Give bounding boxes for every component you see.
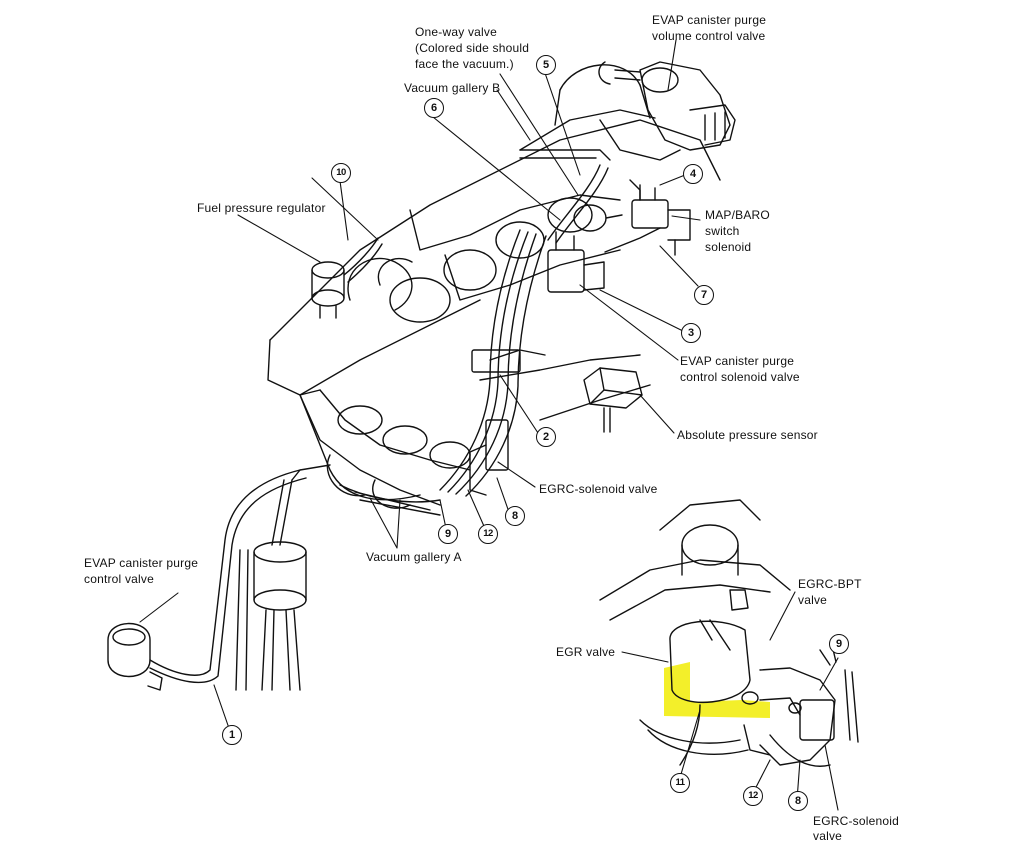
callout-10: 10	[331, 163, 351, 183]
fuel-pressure-regulator-part	[311, 237, 383, 319]
evap-volume-control-valve-part	[598, 61, 736, 151]
callout-12: 12	[478, 524, 498, 544]
label-egrc-solenoid-inset-2: valve	[813, 829, 843, 843]
label-evap-volume-control-1: EVAP canister purge	[652, 13, 767, 27]
label-map-baro-1: MAP/BARO	[705, 208, 770, 222]
label-egr-valve: EGR valve	[556, 645, 616, 659]
label-one-way-valve-3: face the vacuum.)	[415, 57, 514, 71]
label-one-way-valve-1: One-way valve	[415, 25, 497, 39]
label-fuel-pressure-regulator: Fuel pressure regulator	[197, 201, 326, 215]
label-vacuum-gallery-a: Vacuum gallery A	[366, 550, 462, 564]
label-absolute-pressure-sensor: Absolute pressure sensor	[677, 428, 818, 442]
callout-7: 7	[694, 285, 714, 305]
callout-6: 6	[424, 98, 444, 118]
label-evap-control-solenoid-2: control solenoid valve	[680, 370, 800, 384]
callout-3: 3	[681, 323, 701, 343]
canister-tubes	[235, 464, 331, 691]
inset-callout-12: 12	[743, 786, 763, 806]
evap-control-solenoid-part	[547, 204, 623, 293]
callout-2: 2	[536, 427, 556, 447]
callout-8: 8	[505, 506, 525, 526]
label-evap-control-valve-2: control valve	[84, 572, 154, 586]
highlight-hose-route	[664, 662, 770, 718]
label-egrc-bpt-1: EGRC-BPT	[798, 577, 862, 591]
label-evap-control-valve-1: EVAP canister purge	[84, 556, 199, 570]
label-evap-control-solenoid-1: EVAP canister purge	[680, 354, 795, 368]
label-one-way-valve-2: (Colored side should	[415, 41, 530, 55]
label-map-baro-2: switch	[705, 224, 740, 238]
absolute-pressure-sensor-part	[583, 367, 643, 433]
evap-control-valve-part	[107, 469, 307, 691]
label-vacuum-gallery-b: Vacuum gallery B	[404, 81, 501, 95]
callout-9: 9	[438, 524, 458, 544]
label-map-baro-3: solenoid	[705, 240, 752, 254]
inset-callout-8: 8	[788, 791, 808, 811]
inset-callout-9: 9	[829, 634, 849, 654]
egr-inset-art	[599, 499, 859, 767]
intake-manifold	[267, 64, 721, 396]
label-evap-volume-control-2: volume control valve	[652, 29, 766, 43]
label-egrc-solenoid-inset-1: EGRC-solenoid	[813, 814, 899, 828]
callout-4: 4	[683, 164, 703, 184]
vacuum-hoses-center	[439, 149, 661, 497]
inset-callout-11: 11	[670, 773, 690, 793]
label-egrc-bpt-2: valve	[798, 593, 828, 607]
label-egrc-solenoid-valve: EGRC-solenoid valve	[539, 482, 658, 496]
callout-5: 5	[536, 55, 556, 75]
callout-1: 1	[222, 725, 242, 745]
